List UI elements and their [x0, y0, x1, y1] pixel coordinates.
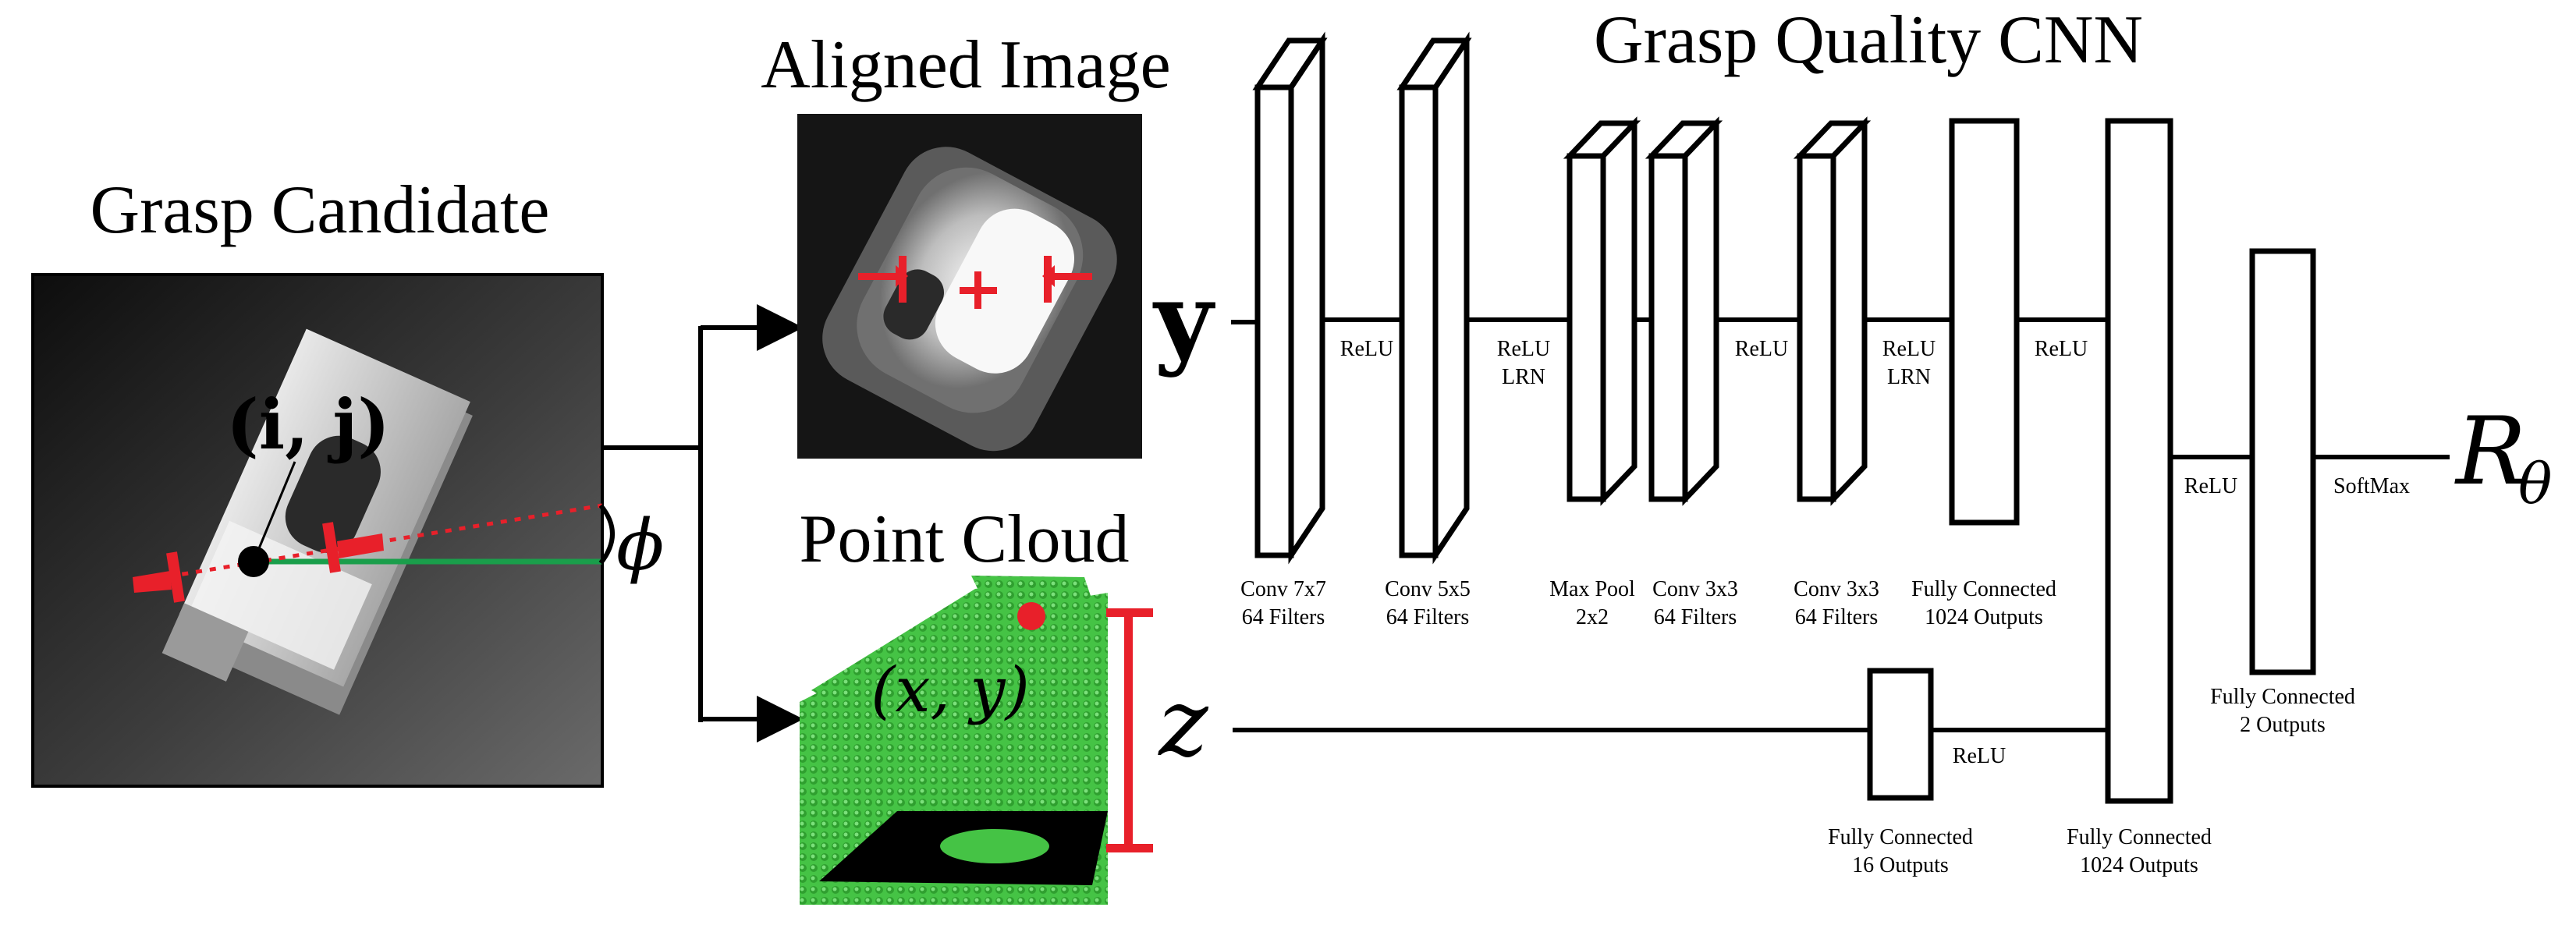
layer-caption: Max Pool — [1549, 577, 1635, 601]
layer-caption: 2 Outputs — [2240, 713, 2326, 737]
activation-label: ReLU — [1953, 744, 2006, 768]
point-cloud-image — [800, 576, 1108, 905]
network-wires — [1231, 317, 2450, 732]
activation-label: SoftMax — [2333, 474, 2410, 498]
layer-conv-3x3-b — [1793, 116, 1872, 506]
point-cloud-xy-label: (x, y) — [871, 654, 1030, 726]
layer-caption: Fully Connected — [2067, 825, 2212, 849]
activation-label: LRN — [1502, 365, 1545, 389]
layer-caption: Conv 3x3 — [1794, 577, 1879, 601]
layer-caption: Fully Connected — [1828, 825, 1973, 849]
layer-caption: Conv 7x7 — [1240, 577, 1326, 601]
layer-fc-1024-merge — [2105, 118, 2173, 804]
layer-conv-3x3-a — [1645, 116, 1723, 506]
activation-label: ReLU — [1340, 337, 1393, 361]
layer-fc-2 — [2249, 248, 2316, 675]
aligned-grasp-markers — [858, 256, 1092, 309]
depth-bracket — [1106, 608, 1153, 852]
activation-label: ReLU — [1735, 337, 1788, 361]
layer-caption: 64 Filters — [1654, 605, 1737, 629]
layer-caption: Conv 5x5 — [1385, 577, 1471, 601]
image-input-label: y — [1152, 260, 1215, 379]
depth-input-label: z — [1157, 669, 1208, 778]
layer-max-pool — [1563, 116, 1641, 506]
layer-caption: 1024 Outputs — [1925, 605, 2043, 629]
point-cloud-grasp-point — [1017, 602, 1045, 630]
aligned-image-title: Aligned Image — [761, 27, 1170, 103]
layer-caption: 64 Filters — [1795, 605, 1879, 629]
angle-label: ϕ — [616, 505, 664, 587]
layer-caption: 1024 Outputs — [2080, 853, 2198, 877]
layer-conv-7x7 — [1252, 31, 1328, 565]
layer-caption: 16 Outputs — [1852, 853, 1949, 877]
layer-conv-5x5 — [1396, 31, 1472, 565]
grasp-candidate-title: Grasp Candidate — [90, 172, 550, 248]
layer-fc-1024-image — [1949, 118, 2020, 526]
branch-connector — [602, 304, 804, 742]
activation-label: ReLU — [2035, 337, 2088, 361]
activation-label: ReLU — [1882, 337, 1936, 361]
angle-arc — [598, 504, 615, 565]
output-subscript: θ — [2518, 451, 2552, 516]
grasp-candidate-image — [31, 273, 604, 788]
aligned-image — [797, 114, 1142, 459]
layer-caption: 2x2 — [1576, 605, 1609, 629]
activation-label: ReLU — [2184, 474, 2237, 498]
grasp-center-label: (i, j) — [226, 384, 390, 465]
layer-caption: Fully Connected — [2210, 685, 2355, 709]
activation-label: ReLU — [1497, 337, 1550, 361]
layer-caption: 64 Filters — [1242, 605, 1325, 629]
layer-caption: Fully Connected — [1911, 577, 2056, 601]
output-label: R — [2454, 398, 2526, 506]
activation-label: LRN — [1887, 365, 1931, 389]
point-cloud-title: Point Cloud — [800, 501, 1130, 577]
layer-fc-16 — [1867, 668, 1934, 801]
cnn-title: Grasp Quality CNN — [1594, 2, 2143, 78]
layer-caption: Conv 3x3 — [1652, 577, 1738, 601]
layer-caption: 64 Filters — [1386, 605, 1470, 629]
